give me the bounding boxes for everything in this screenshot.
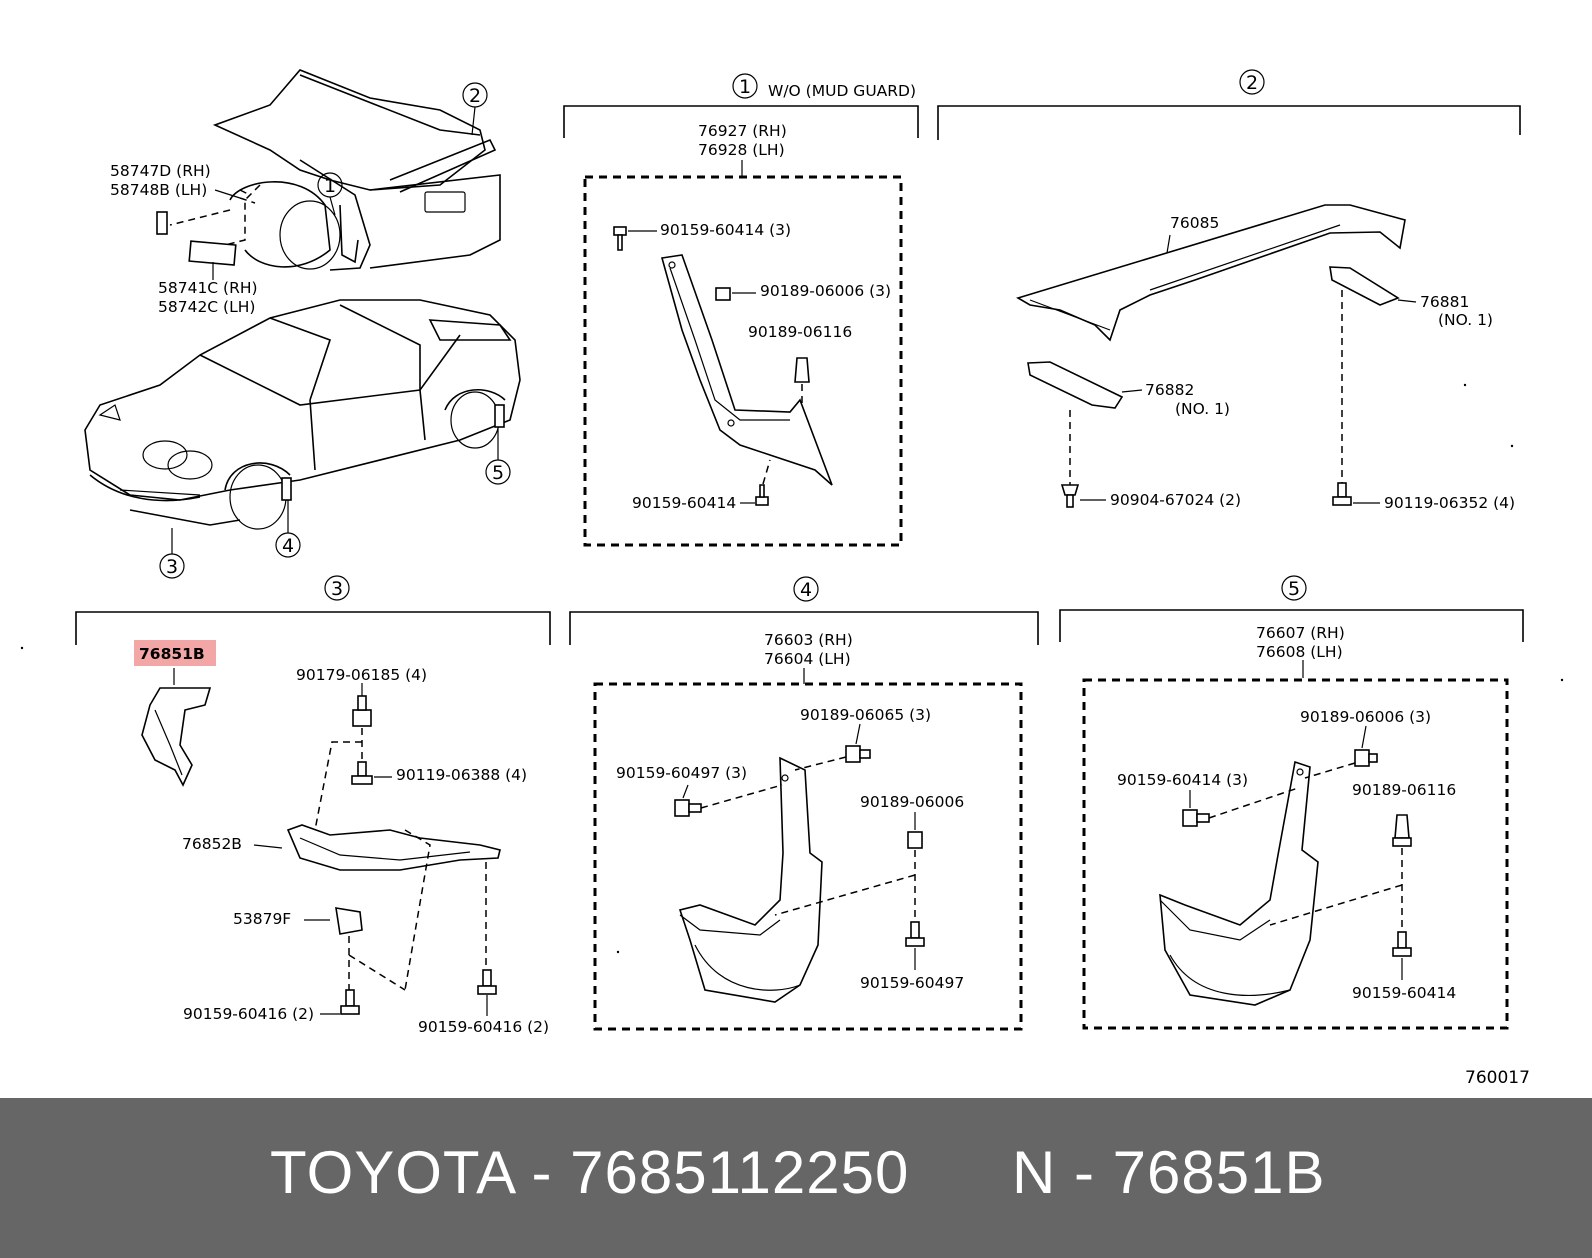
section-1-header: W/O (MUD GUARD) xyxy=(768,82,916,100)
highlight-76851B xyxy=(134,640,216,666)
footer-brand-part-number: TOYOTA - 7685112250 xyxy=(270,1139,910,1206)
overview-front-car xyxy=(84,299,521,530)
label-76085: 76085 xyxy=(1170,214,1219,232)
svg-text:76603 (RH): 76603 (RH) xyxy=(764,631,853,649)
clip-53879F xyxy=(335,907,363,935)
fastener-90159-60416-left xyxy=(340,989,360,1015)
fastener-90904-67024 xyxy=(1060,484,1080,508)
svg-text:1: 1 xyxy=(324,175,336,197)
svg-text:90189-06006 (3): 90189-06006 (3) xyxy=(1300,708,1431,726)
svg-text:2: 2 xyxy=(469,85,481,107)
svg-text:90119-06388 (4): 90119-06388 (4) xyxy=(396,766,527,784)
svg-text:(NO. 1): (NO. 1) xyxy=(1438,311,1493,329)
svg-text:5: 5 xyxy=(492,462,504,484)
fastener-90179-06185 xyxy=(352,695,372,727)
fastener-90159-60497-3 xyxy=(674,799,702,817)
svg-text:90189-06116: 90189-06116 xyxy=(748,323,852,341)
label-58741C: 58741C (RH) xyxy=(158,279,258,297)
label-76851B-highlighted: 76851B xyxy=(139,645,205,663)
svg-text:76928 (LH): 76928 (LH) xyxy=(698,141,785,159)
svg-text:90159-60414 (3): 90159-60414 (3) xyxy=(1117,771,1248,789)
fastener-90119-06352 xyxy=(1332,482,1352,506)
svg-text:90159-60497: 90159-60497 xyxy=(860,974,964,992)
svg-text:53879F: 53879F xyxy=(233,910,291,928)
section-1: 1 W/O (MUD GUARD) 76927 (RH) 76928 (LH) … xyxy=(563,73,919,547)
svg-text:90159-60414 (3): 90159-60414 (3) xyxy=(660,221,791,239)
svg-text:90189-06116: 90189-06116 xyxy=(1352,781,1456,799)
label-58742C: 58742C (LH) xyxy=(158,298,255,316)
svg-text:90159-60414: 90159-60414 xyxy=(1352,984,1456,1002)
svg-text:90904-67024 (2): 90904-67024 (2) xyxy=(1110,491,1241,509)
fastener-90119-06388 xyxy=(351,761,373,785)
svg-text:90159-60416 (2): 90159-60416 (2) xyxy=(183,1005,314,1023)
overview-callout-2: 2 xyxy=(462,82,488,136)
svg-text:76608 (LH): 76608 (LH) xyxy=(1256,643,1343,661)
footer-reference: N - 76851B xyxy=(1012,1139,1326,1206)
parts-diagram: 58747D (RH) 58748B (LH) 58741C (RH) 5874… xyxy=(20,69,1564,1088)
svg-text:1: 1 xyxy=(739,76,751,98)
svg-text:76852B: 76852B xyxy=(182,835,242,853)
overview-rear-car xyxy=(156,69,501,271)
svg-text:4: 4 xyxy=(282,535,294,557)
overview-callout-5: 5 xyxy=(485,428,511,485)
fastener-90189-06006-s5 xyxy=(1354,749,1378,767)
section-5: 5 76607 (RH) 76608 (LH) 90189-06006 (3) … xyxy=(1059,575,1524,1030)
overview-callout-1: 1 xyxy=(317,172,343,216)
svg-text:76927 (RH): 76927 (RH) xyxy=(698,122,787,140)
svg-text:90159-60497 (3): 90159-60497 (3) xyxy=(616,764,747,782)
fastener-90159-60497 xyxy=(905,921,925,947)
svg-text:76882: 76882 xyxy=(1145,381,1194,399)
fastener-90159-60414-3-s5 xyxy=(1182,809,1210,827)
svg-text:3: 3 xyxy=(331,578,343,600)
overview-labels: 58747D (RH) 58748B (LH) 58741C (RH) 5874… xyxy=(110,162,258,316)
svg-text:90189-06006 (3): 90189-06006 (3) xyxy=(760,282,891,300)
fastener-90159-60416-right xyxy=(477,969,497,995)
label-58747D: 58747D (RH) xyxy=(110,162,211,180)
section-2: 2 76085 76881 (NO. 1) 76882 (NO. 1) 9090… xyxy=(937,69,1521,512)
overview-callout-4: 4 xyxy=(275,500,301,558)
fastener-90189-06116 xyxy=(794,357,810,383)
svg-text:90179-06185 (4): 90179-06185 (4) xyxy=(296,666,427,684)
svg-text:90189-06065 (3): 90189-06065 (3) xyxy=(800,706,931,724)
svg-text:4: 4 xyxy=(800,579,812,601)
fastener-90159-60414-3 xyxy=(613,226,627,251)
label-58748B: 58748B (LH) xyxy=(110,181,207,199)
svg-text:5: 5 xyxy=(1288,578,1300,600)
svg-text:76881: 76881 xyxy=(1420,293,1469,311)
fastener-90189-06006-3 xyxy=(715,287,731,301)
fastener-90159-60414 xyxy=(755,484,769,506)
fastener-90189-06006-s4 xyxy=(907,831,923,849)
svg-text:90189-06006: 90189-06006 xyxy=(860,793,964,811)
svg-text:76604 (LH): 76604 (LH) xyxy=(764,650,851,668)
svg-text:2: 2 xyxy=(1246,72,1258,94)
fastener-90189-06065 xyxy=(845,745,871,763)
svg-text:90119-06352 (4): 90119-06352 (4) xyxy=(1384,494,1515,512)
section-3: 3 76851B 90179-06185 (4) 90119-06388 (4)… xyxy=(75,575,551,1036)
svg-text:90159-60414: 90159-60414 xyxy=(632,494,736,512)
svg-text:3: 3 xyxy=(166,556,178,578)
diagram-code: 760017 xyxy=(1465,1068,1530,1088)
fastener-90189-06116-s5 xyxy=(1392,814,1412,847)
overview-callout-3: 3 xyxy=(159,528,185,579)
fastener-90159-60414-s5 xyxy=(1392,931,1412,957)
svg-text:90159-60416 (2): 90159-60416 (2) xyxy=(418,1018,549,1036)
section-4: 4 76603 (RH) 76604 (LH) 90189-06065 (3) … xyxy=(569,576,1039,1031)
footer-bar: TOYOTA - 7685112250 N - 76851B xyxy=(0,1098,1592,1258)
svg-text:76607 (RH): 76607 (RH) xyxy=(1256,624,1345,642)
svg-text:(NO. 1): (NO. 1) xyxy=(1175,400,1230,418)
